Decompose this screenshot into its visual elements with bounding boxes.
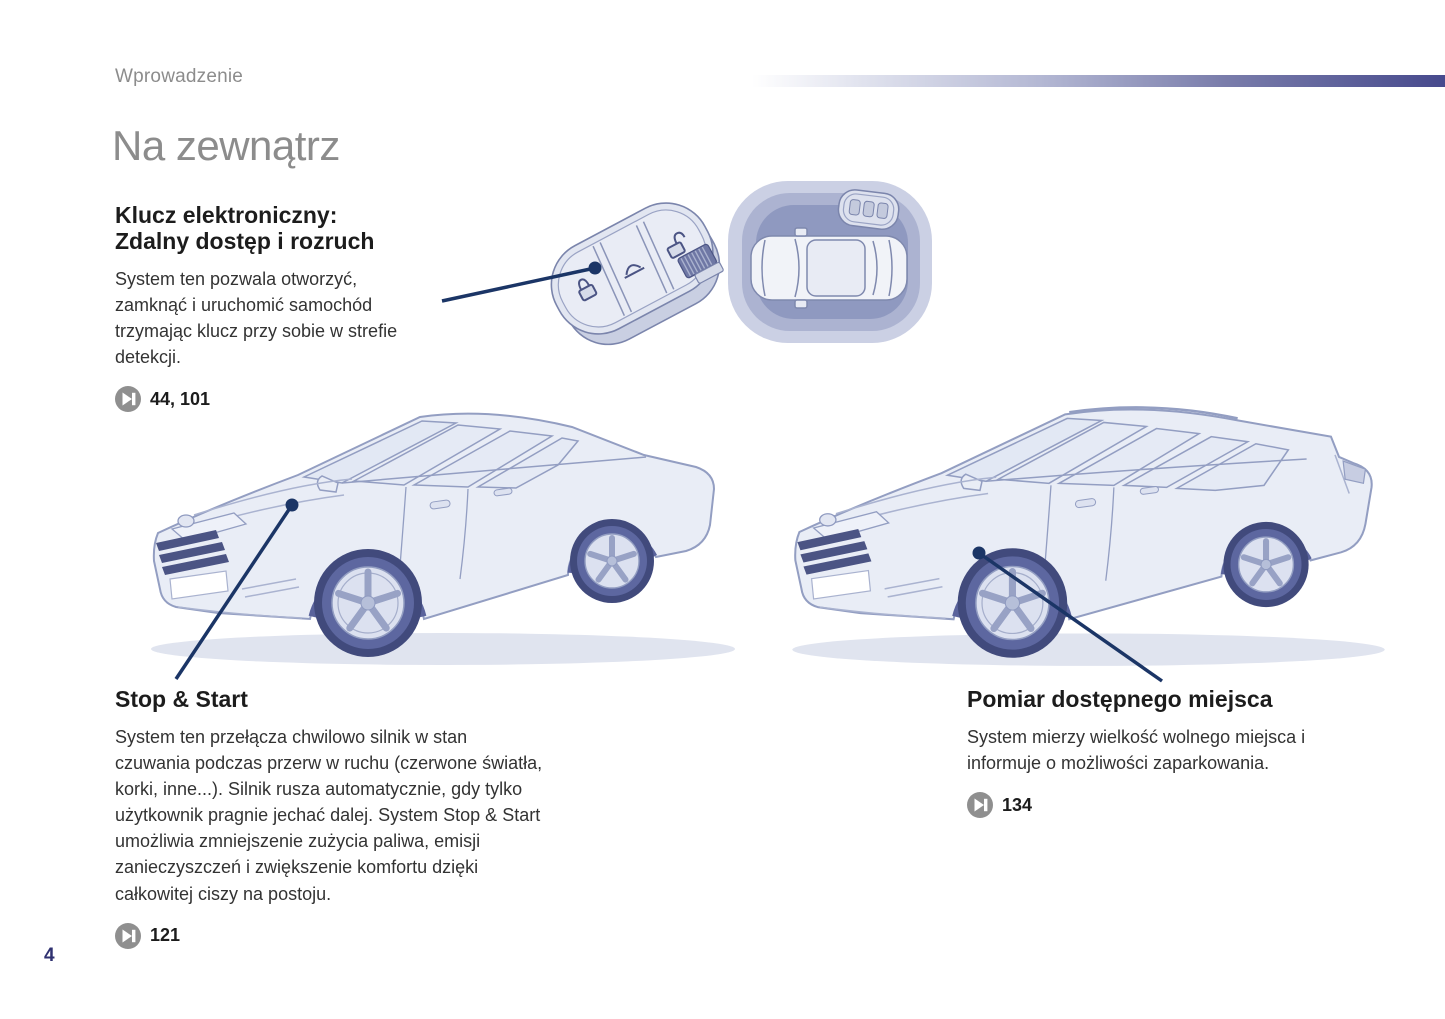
- electronic-key-illustration: [550, 202, 724, 346]
- wagon-illustration: [792, 406, 1385, 666]
- section-body: System ten pozwala otworzyć, zamknąć i u…: [115, 268, 398, 368]
- heading-line: Zdalny dostęp i rozruch: [115, 227, 375, 254]
- license-plate: [810, 569, 872, 600]
- trunk-button-icon: [624, 264, 645, 279]
- section-body: System ten przełącza chwilowo silnik w s…: [115, 726, 543, 904]
- brand-badge: [819, 513, 837, 527]
- breadcrumb: Wprowadzenie: [115, 66, 244, 87]
- section-stop-start: Stop & Start System ten przełącza chwilo…: [115, 686, 555, 949]
- rear-wheel: [570, 519, 654, 603]
- unlock-button-icon: [666, 231, 686, 259]
- header-gradient-bar: [752, 75, 1445, 87]
- section-body: System mierzy wielkość wolnego miejsca i…: [967, 726, 1306, 774]
- car-top-view: [750, 227, 908, 309]
- page-title: Na zewnątrz: [112, 122, 340, 169]
- section-parking-space: Pomiar dostępnego miejsca System mierzy …: [967, 686, 1352, 819]
- section-key-access: Klucz elektroniczny:Zdalny dostęp i rozr…: [115, 202, 425, 413]
- heading-line: Klucz elektroniczny:: [115, 202, 338, 228]
- sedan-illustration: [151, 412, 735, 665]
- section-heading: Stop & Start: [115, 686, 248, 712]
- brand-badge: [177, 514, 195, 528]
- rear-wheel: [1223, 521, 1309, 608]
- front-wheel: [314, 549, 422, 657]
- key-fob-top-view: [837, 189, 900, 230]
- skip-forward-icon: [115, 386, 141, 413]
- page-number: 4: [44, 945, 55, 966]
- detection-zone-illustration: [728, 181, 932, 343]
- front-wheel: [957, 548, 1068, 658]
- page-reference-number: 121: [150, 925, 181, 946]
- page-reference-number: 44, 101: [150, 388, 211, 409]
- skip-forward-icon: [115, 922, 141, 949]
- section-heading: Klucz elektroniczny:Zdalny dostęp i rozr…: [115, 202, 425, 254]
- section-heading: Pomiar dostępnego miejsca: [967, 686, 1273, 712]
- page-reference: 121: [115, 922, 555, 949]
- skip-forward-icon: [967, 792, 993, 819]
- page-reference-number: 134: [1002, 794, 1033, 815]
- page-reference: 134: [967, 792, 1352, 819]
- page-reference: 44, 101: [115, 386, 425, 413]
